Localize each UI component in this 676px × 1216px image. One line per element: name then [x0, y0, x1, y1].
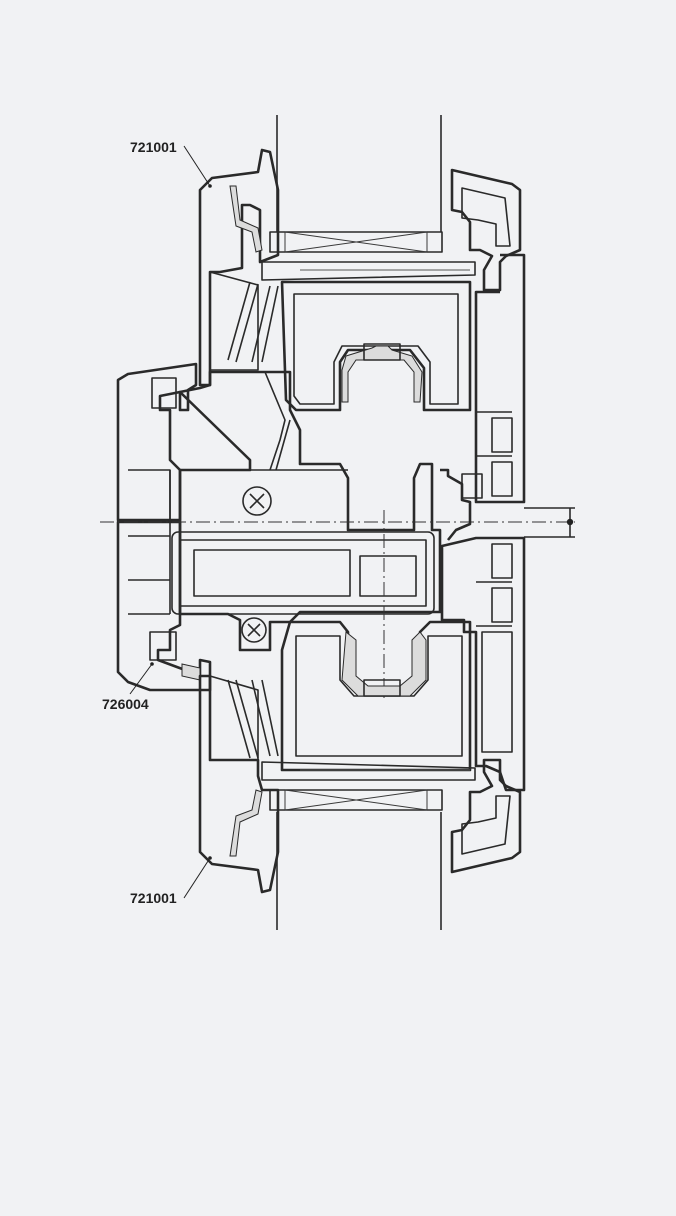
center-axis: [100, 507, 575, 700]
center-mullion: [171, 370, 442, 652]
lower-inner-chamber: [280, 620, 472, 772]
top-inner-chamber: [280, 269, 472, 412]
middle-sash-profile: [440, 468, 526, 792]
bottom-spacer-block: [269, 789, 443, 811]
label-middle-profile: 726004: [102, 696, 149, 712]
top-spacer-block: [269, 231, 443, 253]
middle-frame-profile: [116, 362, 212, 692]
top-sash-profile: [450, 168, 526, 504]
labels: 721001 726004 721001: [102, 139, 212, 906]
label-bottom-profile: 721001: [130, 890, 177, 906]
bottom-sash-profile: [450, 758, 522, 874]
label-top-profile: 721001: [130, 139, 177, 155]
bottom-frame-profile: [198, 674, 476, 894]
top-frame-profile: [198, 148, 476, 387]
